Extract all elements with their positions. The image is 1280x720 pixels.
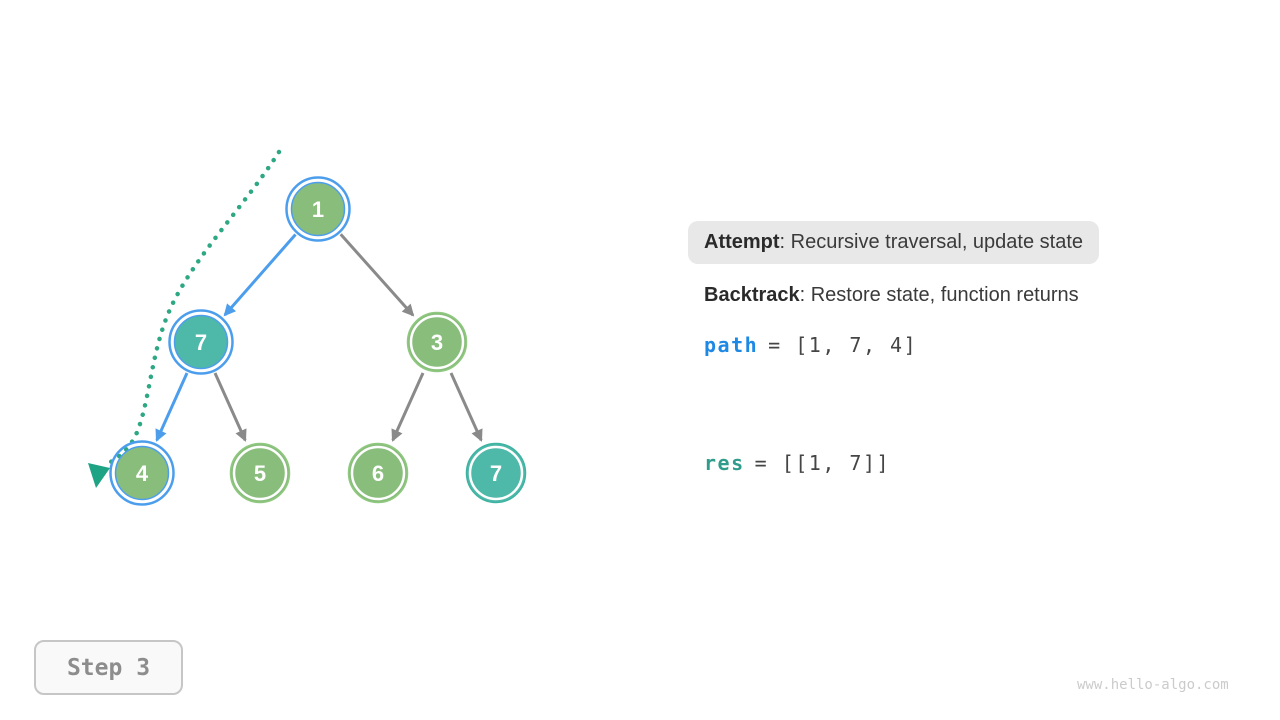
node-circle [347,442,409,504]
node-circle [465,442,527,504]
tree-edge-3-7 [449,372,483,442]
attempt-label: Attempt [704,231,780,253]
tree-edge-3-6 [391,372,425,442]
traversal-dotted-path [100,149,282,469]
res-keyword: res [704,451,745,475]
step-label: Step 3 [66,654,151,681]
tree-node-7: 7 [465,442,527,504]
traversal-trace [88,149,282,488]
watermark: www.hello-algo.com [1077,677,1229,693]
node-circle [406,311,468,373]
node-value: 1 [312,197,324,222]
node-circle [290,181,346,237]
node-highlight-ring [285,176,351,242]
node-value: 6 [372,461,384,486]
tree-node-5: 5 [229,442,291,504]
tree-node-1: 1 [285,176,351,242]
node-highlight-ring [168,309,234,375]
tree-edge-1-3 [339,233,415,317]
node-inner-ring [350,445,406,501]
traversal-arrowhead-icon [88,463,110,488]
attempt-text: : Recursive traversal, update state [779,231,1084,253]
node-value: 4 [136,461,149,486]
tree-edges [155,233,483,442]
backtrack-label: Backtrack [704,284,800,306]
tree-edge-1-7 [223,233,297,317]
node-value: 7 [195,330,207,355]
binary-tree-diagram: 1 7 3 4 5 6 7 [88,149,527,506]
path-value: = [1, 7, 4] [768,333,918,357]
tree-node-4: 4 [109,440,175,506]
path-keyword: path [704,333,759,357]
tree-node-6: 6 [347,442,409,504]
node-circle [229,442,291,504]
res-value: = [[1, 7]] [754,451,891,475]
node-circle [173,314,229,370]
node-highlight-ring [109,440,175,506]
tree-edge-7-4 [155,372,189,442]
attempt-callout: Attempt: Recursive traversal, update sta… [688,221,1100,264]
node-value: 3 [431,330,443,355]
node-inner-ring [468,445,524,501]
tree-nodes: 1 7 3 4 5 6 7 [109,176,527,506]
node-circle [114,445,170,501]
node-value: 7 [490,461,502,486]
node-inner-ring [232,445,288,501]
node-inner-ring [409,314,465,370]
path-variable-line: path = [1, 7, 4] [704,333,917,357]
tree-node-7: 7 [168,309,234,375]
tree-node-3: 3 [406,311,468,373]
node-value: 5 [254,461,266,486]
backtrack-text: : Restore state, function returns [799,284,1079,306]
res-variable-line: res = [[1, 7]] [704,451,890,475]
tree-edge-7-5 [213,372,247,442]
backtrack-line: Backtrack: Restore state, function retur… [704,284,1079,307]
step-badge: Step 3 [34,640,183,695]
